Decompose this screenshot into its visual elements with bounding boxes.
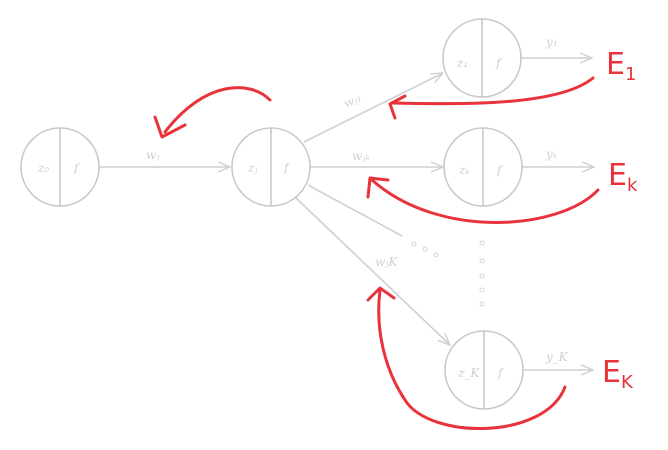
svg-text:f: f [495, 56, 503, 70]
ellipsis-dots [411, 240, 485, 307]
node-out-1: z₁ f [442, 18, 522, 98]
error-label-k: Ek [608, 158, 638, 196]
node-out-K: z_K f [444, 330, 524, 410]
svg-text:zₖ: zₖ [458, 163, 470, 177]
error-arrow-1 [388, 76, 595, 120]
edge-w-j1 [303, 73, 443, 143]
label-y-K: y_K [545, 350, 569, 364]
error-arrow-hidden [153, 86, 272, 139]
svg-text:f: f [497, 366, 505, 380]
error-label-K: EK [602, 355, 634, 393]
label-w-jK: wⱼK [375, 255, 398, 269]
svg-text:f: f [496, 163, 504, 177]
label-w-j: wⱼ [146, 148, 160, 162]
node-out-k: zₖ f [443, 127, 523, 207]
edge-w-jdots [307, 184, 403, 237]
svg-text:z₁: z₁ [456, 56, 468, 70]
edge-w-jK [295, 197, 450, 345]
error-arrow-K [366, 286, 567, 431]
label-w-j1: wⱼ₁ [341, 90, 363, 110]
node-hidden: zⱼ f [231, 127, 311, 207]
svg-text:z₀: z₀ [37, 161, 49, 175]
label-y-k: yₖ [545, 147, 558, 161]
error-label-1: E1 [606, 47, 636, 85]
svg-text:z_K: z_K [457, 366, 480, 380]
svg-text:f: f [73, 161, 81, 175]
node-input: z₀ f [20, 127, 100, 207]
svg-text:zⱼ: zⱼ [247, 161, 258, 175]
svg-text:f: f [283, 161, 291, 175]
label-y-1: y₁ [545, 35, 558, 49]
label-w-jk: wⱼₖ [352, 149, 370, 163]
error-arrow-k [366, 176, 600, 224]
